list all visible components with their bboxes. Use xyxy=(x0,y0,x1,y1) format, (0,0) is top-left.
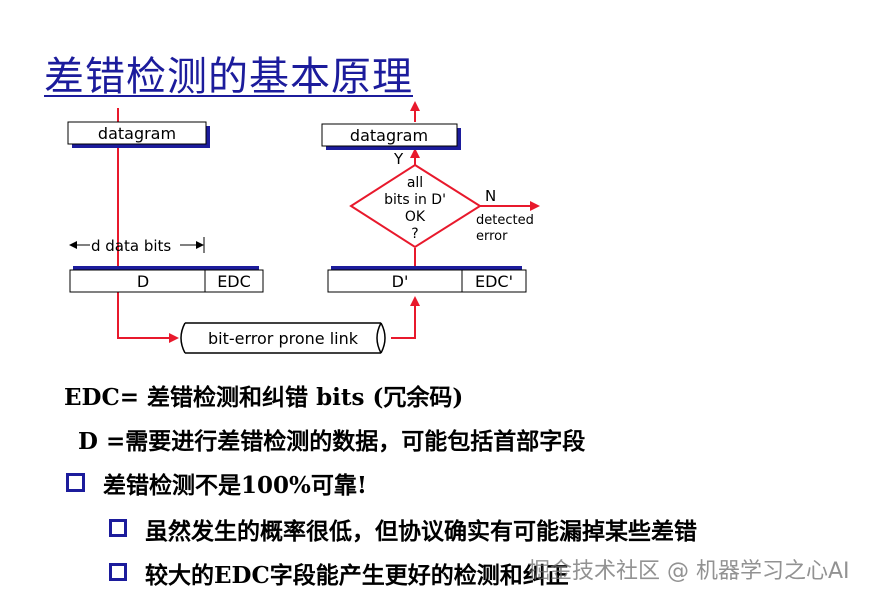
watermark: 掘金技术社区 @ 机器学习之心AI xyxy=(528,559,850,584)
frame-d-label: D xyxy=(137,272,149,291)
d-data-bits-label: d data bits xyxy=(91,237,171,255)
receiver-frame xyxy=(327,269,527,293)
sender-frame xyxy=(69,269,264,293)
link-pipe xyxy=(180,322,386,354)
sender-datagram-label: datagram xyxy=(98,124,176,143)
yes-label: Y xyxy=(393,150,404,168)
slide-title: 差错检测的基本原理 xyxy=(44,54,413,100)
sub-bullet-probability: 虽然发生的概率很低，但协议确实有可能漏掉某些差错 xyxy=(145,518,697,545)
link-in-line xyxy=(117,292,179,343)
sub-bullet-square-icon xyxy=(109,563,127,581)
edc-definition: EDC= 差错检测和纠错 bits (冗余码) xyxy=(64,384,464,411)
link-out-line xyxy=(391,296,420,339)
sender-datagram-box xyxy=(67,121,207,145)
detected-error-line-2: error xyxy=(476,229,508,244)
sub-bullet-square-icon xyxy=(109,519,127,537)
frame-edc-prime-label: EDC' xyxy=(475,272,513,291)
no-label: N xyxy=(485,187,496,205)
decision-line-4: ? xyxy=(411,226,418,242)
sub-bullet-edc-size: 较大的EDC字段能产生更好的检测和纠正 xyxy=(145,562,569,589)
decision-diamond xyxy=(349,163,482,249)
decision-line-2: bits in D' xyxy=(384,192,446,208)
detected-error-line-1: detected xyxy=(476,213,534,228)
frame-d-prime-label: D' xyxy=(392,272,409,291)
frame-edc-label: EDC xyxy=(217,272,251,291)
bullet-square-icon xyxy=(66,473,85,492)
decision-line-3: OK xyxy=(405,209,426,225)
link-label: bit-error prone link xyxy=(208,329,359,348)
d-definition: D =需要进行差错检测的数据，可能包括首部字段 xyxy=(78,428,586,455)
decision-line-1: all xyxy=(407,175,423,191)
receiver-datagram-box xyxy=(321,123,458,147)
receiver-datagram-label: datagram xyxy=(350,126,428,145)
bullet-reliability: 差错检测不是100%可靠! xyxy=(103,472,367,499)
